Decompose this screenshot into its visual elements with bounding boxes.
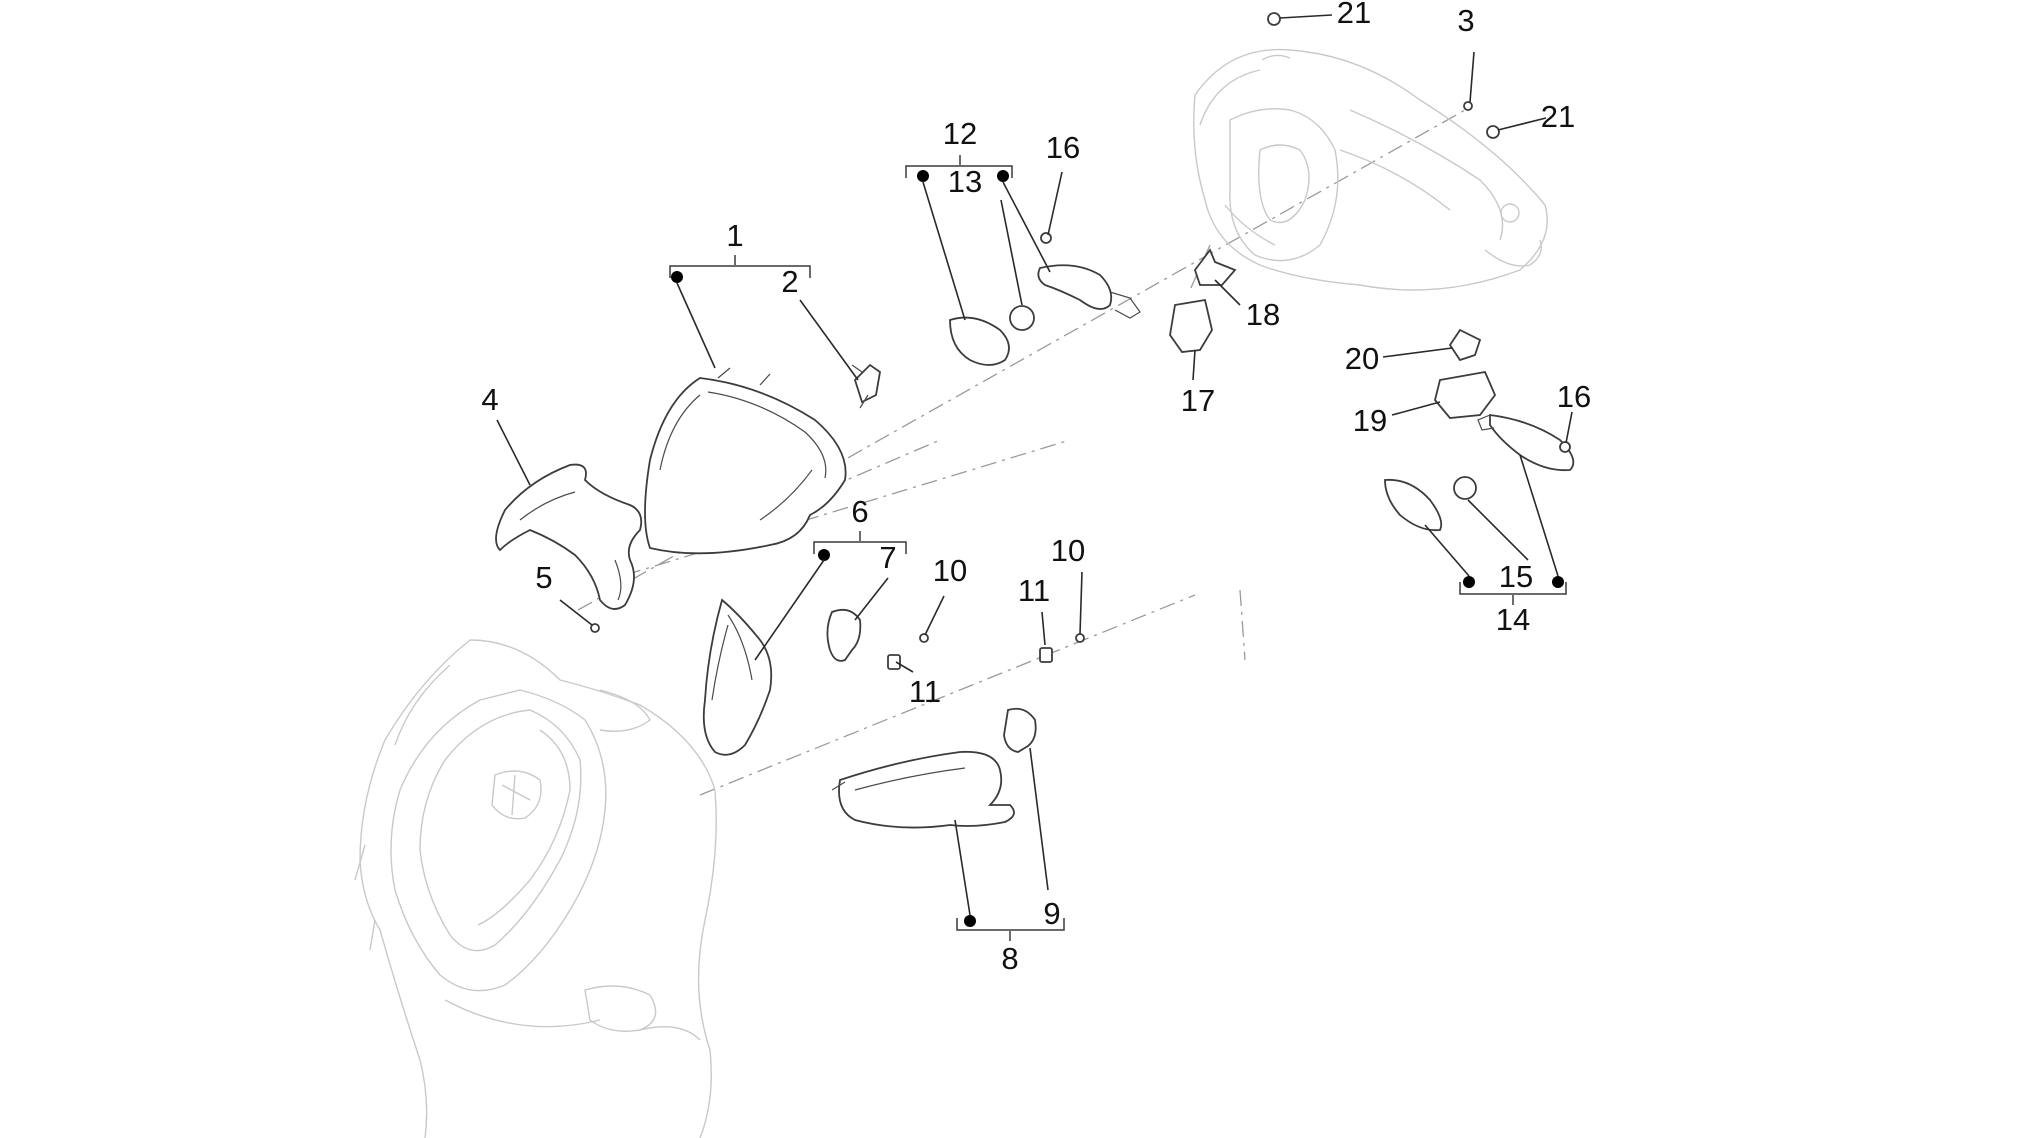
nut-21-top: [1267, 12, 1281, 26]
callout-10-right: 10: [1051, 533, 1085, 568]
callout-19: 19: [1353, 403, 1387, 438]
callout-3: 3: [1457, 3, 1474, 38]
clip-11-left: [887, 654, 901, 670]
handlebar-cover-outline: [1193, 48, 1548, 291]
front-indicator-left: [702, 598, 773, 756]
screw-5: [590, 623, 600, 633]
leader-lines: [496, 14, 1573, 916]
headlight-assembly: [644, 367, 847, 555]
callout-10-left: 10: [933, 553, 967, 588]
callout-14: 14: [1496, 602, 1530, 637]
callout-13: 13: [948, 164, 982, 199]
callout-12: 12: [943, 116, 977, 151]
screw-10-right: [1075, 633, 1085, 643]
callout-21-top: 21: [1337, 0, 1371, 30]
callout-11-right: 11: [1018, 573, 1050, 608]
callout-6: 6: [851, 494, 868, 529]
bulb-7: [826, 608, 862, 662]
holder-19: [1434, 370, 1497, 419]
callout-4: 4: [481, 382, 498, 417]
bulb-13: [1009, 305, 1035, 331]
screw-16-right: [1559, 441, 1571, 453]
front-shield-outline: [354, 639, 717, 1138]
bulb-9: [1003, 707, 1037, 753]
headlight-cover-bracket: [495, 463, 643, 610]
clip-11-right: [1039, 647, 1053, 663]
bracket-18: [1193, 248, 1237, 286]
bulb-15: [1453, 476, 1477, 500]
indicator-lens-left: [949, 316, 1010, 366]
callout-labels: 1 2 3 4 5 6 7 8 9 10 10 11 11 12 13 14 1…: [481, 0, 1591, 976]
callout-2: 2: [781, 264, 798, 299]
nut-21-right: [1486, 125, 1500, 139]
callout-16-top: 16: [1046, 130, 1080, 165]
callout-5: 5: [535, 560, 552, 595]
callout-9: 9: [1043, 896, 1060, 931]
callout-20: 20: [1345, 341, 1379, 376]
indicator-lens-right: [1384, 478, 1443, 532]
callout-18: 18: [1246, 297, 1280, 332]
callout-7: 7: [879, 540, 896, 575]
headlight-bulb: [851, 363, 881, 409]
bracket-20: [1448, 328, 1482, 362]
indicator-body-right: [1477, 413, 1575, 472]
screw-16-top: [1040, 232, 1052, 244]
brackets: [669, 155, 1567, 941]
callout-8: 8: [1001, 941, 1018, 976]
screw-3: [1463, 101, 1473, 111]
callout-1: 1: [726, 218, 743, 253]
indicator-body-left: [1037, 264, 1141, 319]
front-indicator-right: [831, 750, 1015, 829]
screw-10-left: [919, 633, 929, 643]
holder-17: [1169, 298, 1213, 353]
callout-21-right: 21: [1541, 99, 1575, 134]
callout-15: 15: [1499, 559, 1533, 594]
callout-17: 17: [1181, 383, 1215, 418]
callout-11-left: 11: [909, 674, 941, 709]
group-dots: [671, 170, 1564, 927]
callout-16-right: 16: [1557, 379, 1591, 414]
